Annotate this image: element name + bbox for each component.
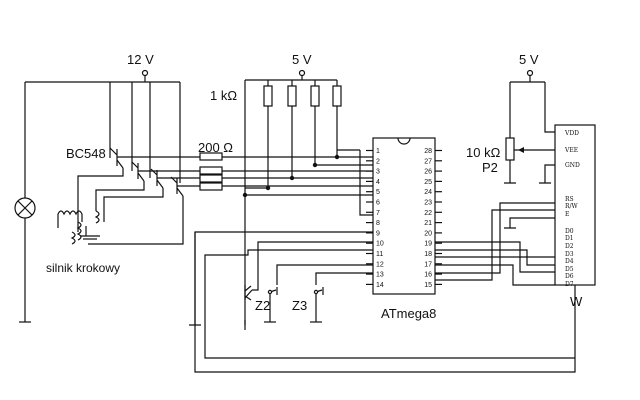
pot-name-label: P2: [482, 160, 498, 175]
lcd-display: [554, 124, 596, 286]
mcu-pin-right-28: 28: [424, 148, 432, 155]
atmega8-chip: [372, 137, 436, 295]
resistor-200-label: 200 Ω: [198, 140, 233, 155]
mcu-pin-left-5: 5: [376, 189, 380, 196]
transistor-label: BC548: [66, 146, 106, 161]
mcu-pin-right-22: 22: [424, 210, 432, 217]
lcd-pin-d6: D6: [565, 273, 574, 280]
mcu-pin-left-7: 7: [376, 210, 380, 217]
mcu-pin-left-11: 11: [376, 251, 383, 258]
mcu-pin-left-10: 10: [376, 241, 384, 248]
supply-5v-right: 5 V: [509, 52, 555, 138]
mcu-pin-right-21: 21: [424, 220, 432, 227]
resistors-1k: [263, 85, 342, 188]
mcu-pin-right-24: 24: [424, 189, 432, 196]
mcu-pin-left-1: 1: [376, 148, 380, 155]
switch-z2: [264, 287, 278, 323]
mcu-pin-right-18: 18: [424, 251, 432, 258]
lcd-pin-gnd: GND: [565, 162, 580, 169]
mcu-pin-right-15: 15: [424, 282, 432, 289]
mcu-pin-right-26: 26: [424, 169, 432, 176]
lcd-pin-d0: D0: [565, 228, 574, 235]
mcu-pin-right-16: 16: [424, 272, 432, 279]
switch-z3: [310, 287, 324, 323]
transistor-small: [244, 285, 252, 301]
mcu-pin-left-13: 13: [376, 272, 384, 279]
mcu-label: ATmega8: [381, 306, 436, 321]
stepper-motor-coils: [57, 210, 100, 245]
mcu-pin-left-8: 8: [376, 220, 380, 227]
mcu-pin-left-14: 14: [376, 282, 384, 289]
lcd-pin-d2: D2: [565, 243, 574, 250]
supply-12v-label: 12 V: [127, 52, 154, 67]
lcd-pin-r-w: R/W: [565, 203, 579, 210]
transistor-bc548-1: [109, 147, 124, 169]
motor-label: silnik krokowy: [46, 261, 120, 275]
lcd-pin-d3: D3: [565, 251, 574, 258]
mcu-pin-left-12: 12: [376, 261, 384, 268]
supply-5v-left-label: 5 V: [292, 52, 312, 67]
lcd-pin-e: E: [565, 211, 569, 218]
lcd-label: W: [570, 294, 583, 309]
supply-5v-left: 5 V: [244, 52, 338, 325]
lcd-pin-d1: D1: [565, 235, 574, 242]
lcd-pin-vee: VEE: [564, 147, 578, 154]
supply-12v: 12 V: [24, 52, 181, 198]
supply-5v-right-label: 5 V: [519, 52, 539, 67]
lcd-pin-d5: D5: [565, 266, 574, 273]
mcu-pin-left-4: 4: [376, 179, 380, 186]
lamp-symbol: [14, 197, 36, 323]
lcd-pin-vdd: VDD: [564, 130, 579, 137]
mcu-pin-right-17: 17: [424, 261, 432, 268]
lcd-pin-rs: RS: [565, 196, 574, 203]
mcu-pin-left-9: 9: [376, 230, 380, 237]
mcu-pin-left-2: 2: [376, 158, 380, 165]
mcu-pin-right-25: 25: [424, 179, 432, 186]
resistors-200: [199, 152, 373, 191]
lcd-pin-d4: D4: [565, 258, 574, 265]
mcu-pin-labels-right: 28 27 26 25 24 23 22 21 20 19 18 17 16 15: [424, 148, 442, 289]
mcu-pin-right-19: 19: [424, 241, 432, 248]
lcd-pin-d7: D7: [565, 281, 574, 288]
resistor-1k-label: 1 kΩ: [210, 88, 237, 103]
mcu-pin-right-20: 20: [424, 230, 432, 237]
mcu-pin-right-23: 23: [424, 200, 432, 207]
pot-value-label: 10 kΩ: [466, 145, 501, 160]
mcu-pin-left-6: 6: [376, 200, 380, 207]
switch-z2-label: Z2: [255, 298, 270, 313]
potentiometer-p2: [504, 137, 555, 184]
switch-z3-label: Z3: [292, 298, 307, 313]
mcu-pin-right-27: 27: [424, 158, 432, 165]
mcu-pin-left-3: 3: [376, 169, 380, 176]
